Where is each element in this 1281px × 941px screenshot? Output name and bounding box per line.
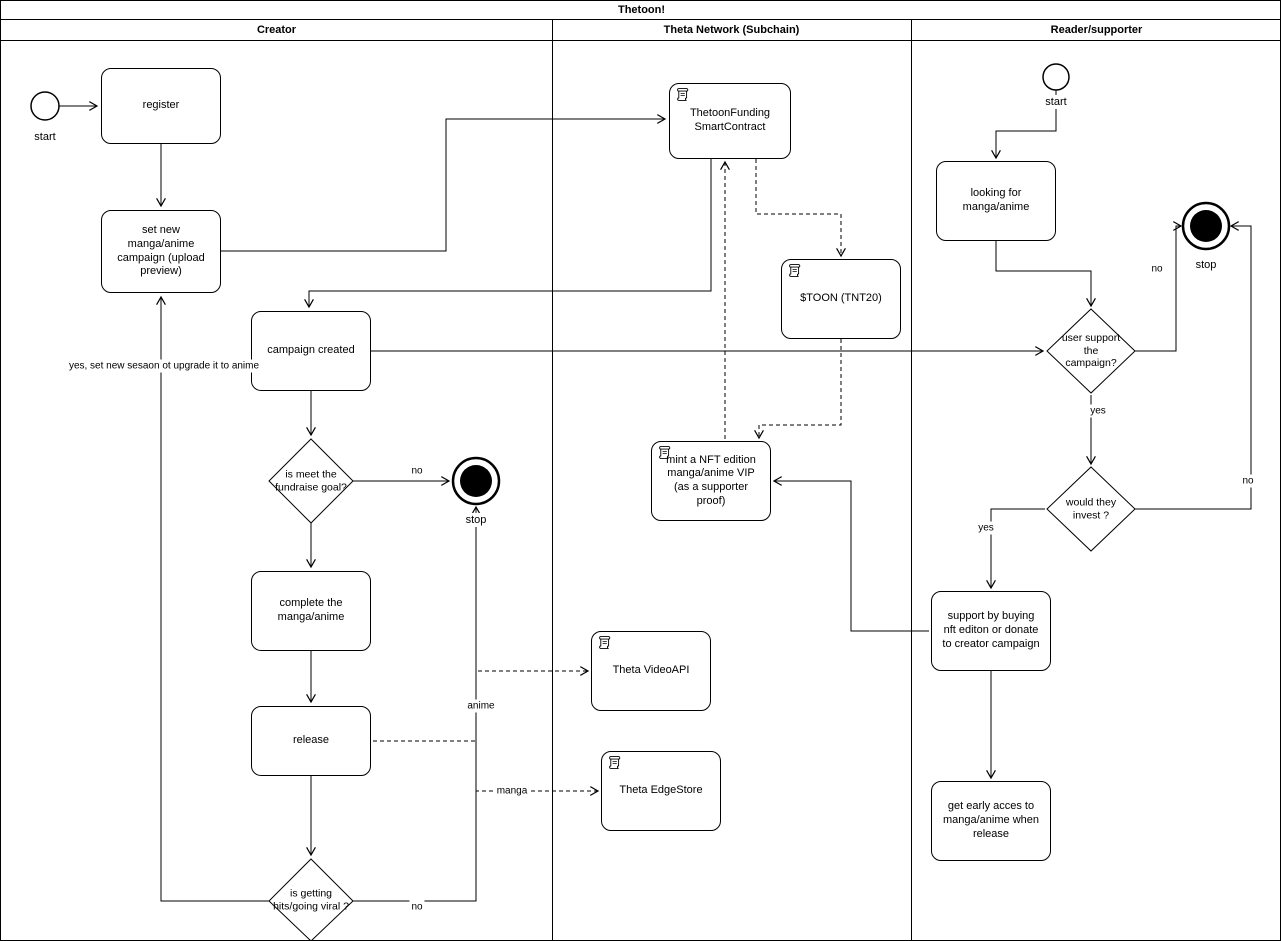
task-early-access: get early acces to manga/anime when rele… xyxy=(931,781,1051,861)
gateway-support-label: user support the campaign? xyxy=(1061,332,1121,370)
task-complete-manga: complete the manga/anime xyxy=(251,571,371,651)
gateway-fundraise-shape xyxy=(268,438,354,524)
task-label: ThetoonFunding SmartContract xyxy=(689,107,771,133)
task-label: mint a NFT edition manga/anime VIP (as a… xyxy=(666,453,756,507)
edge-readerstart-looking xyxy=(991,90,1057,160)
task-label: $TOON (TNT20) xyxy=(800,292,882,305)
edge-looking-supportgateway xyxy=(995,241,1096,308)
gateway-viral-shape xyxy=(268,858,354,940)
start-event-reader xyxy=(1042,63,1070,91)
script-icon xyxy=(674,86,690,102)
task-label: set new manga/anime campaign (upload pre… xyxy=(117,224,205,278)
edge-label-no-fundraise: no xyxy=(409,464,425,478)
gateway-fundraise-label: is meet the fundraise goal? xyxy=(275,468,347,493)
gateway-support-shape xyxy=(1046,308,1136,394)
edge-label-loop-yes: yes, set new sesaon ot upgrade it to ani… xyxy=(66,359,262,373)
stop-event-reader-label: stop xyxy=(1193,257,1219,273)
script-icon xyxy=(596,634,612,650)
task-support-by-buying: support by buying nft editon or donate t… xyxy=(931,591,1051,671)
script-icon xyxy=(606,754,622,770)
edge-toon-mintnft xyxy=(754,339,842,440)
edge-label-no-invest: no xyxy=(1240,474,1256,488)
edge-label-anime: anime xyxy=(465,699,497,713)
pool-title: Thetoon! xyxy=(1,1,1280,20)
edge-supportgateway-stop-no xyxy=(1135,221,1183,352)
edge-label-no-viral: no xyxy=(409,900,425,914)
task-label: register xyxy=(142,99,180,112)
stop-event-creator-label: stop xyxy=(463,512,489,528)
task-toon-token: $TOON (TNT20) xyxy=(781,259,901,339)
edge-investgateway-stop-no xyxy=(1135,221,1252,510)
gateway-invest-label: would they invest ? xyxy=(1065,496,1117,521)
task-smart-contract: ThetoonFunding SmartContract xyxy=(669,83,791,159)
gateway-invest-shape xyxy=(1046,466,1136,552)
edge-smartcontract-toon xyxy=(755,159,846,258)
lane-divider xyxy=(911,20,912,940)
task-campaign-created: campaign created xyxy=(251,311,371,391)
task-label: campaign created xyxy=(267,344,355,357)
task-label: Theta VideoAPI xyxy=(612,664,690,677)
start-event-creator xyxy=(30,91,60,121)
stop-event-creator xyxy=(451,456,501,506)
edge-release-edgestore-manga xyxy=(475,741,600,796)
stop-event-reader xyxy=(1181,201,1231,251)
start-event-reader-label: start xyxy=(1043,94,1069,110)
lane-divider xyxy=(552,20,553,940)
task-label: get early acces to manga/anime when rele… xyxy=(942,800,1039,840)
edge-release-videoapi-anime xyxy=(373,666,590,742)
task-label: looking for manga/anime xyxy=(962,187,1030,213)
edge-setcampaign-smartcontract xyxy=(221,114,667,252)
lane-header-reader: Reader/supporter xyxy=(911,20,1280,41)
edge-smartcontract-campaigncreated xyxy=(304,159,712,309)
task-label: Theta EdgeStore xyxy=(619,784,703,797)
edge-viral-stop-no xyxy=(353,505,481,902)
edge-viral-setcampaign-yes xyxy=(156,295,269,902)
edge-label-no-support: no xyxy=(1149,262,1165,276)
task-looking-for-manga: looking for manga/anime xyxy=(936,161,1056,241)
task-register: register xyxy=(101,68,221,144)
lane-header-creator: Creator xyxy=(1,20,552,41)
task-video-api: Theta VideoAPI xyxy=(591,631,711,711)
start-event-creator-label: start xyxy=(32,129,58,145)
task-mint-nft: mint a NFT edition manga/anime VIP (as a… xyxy=(651,441,771,521)
edge-supportaction-mintnft xyxy=(772,476,929,632)
script-icon xyxy=(656,444,672,460)
script-icon xyxy=(786,262,802,278)
edge-label-manga: manga xyxy=(494,784,530,798)
task-release: release xyxy=(251,706,371,776)
edge-label-yes-invest: yes xyxy=(976,521,996,535)
task-set-campaign: set new manga/anime campaign (upload pre… xyxy=(101,210,221,293)
edge-label-yes-support: yes xyxy=(1088,404,1108,418)
task-label: complete the manga/anime xyxy=(277,597,345,623)
task-label: release xyxy=(292,734,330,747)
lane-header-theta: Theta Network (Subchain) xyxy=(552,20,911,41)
task-label: support by buying nft editon or donate t… xyxy=(942,610,1040,650)
task-edge-store: Theta EdgeStore xyxy=(601,751,721,831)
gateway-viral-label: is getting hits/going viral ? xyxy=(273,887,349,912)
edge-investgateway-supportaction-yes xyxy=(986,508,1045,590)
